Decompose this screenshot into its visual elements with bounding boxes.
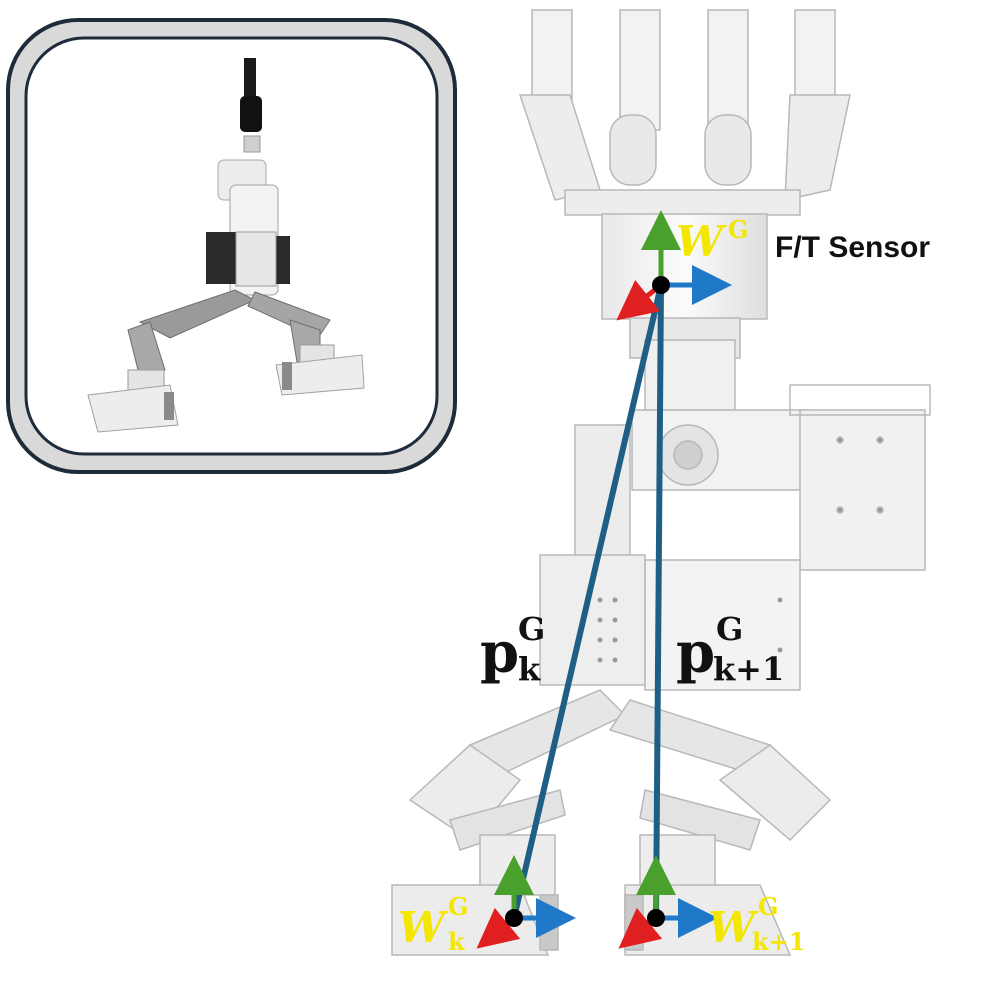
frame-left-sup: G xyxy=(448,892,469,921)
gripper-render-icon xyxy=(87,58,365,433)
frame-top-sup: G xyxy=(728,215,749,244)
sensor-label: F/T Sensor xyxy=(775,231,930,264)
frame-right-label: W xyxy=(708,903,759,952)
frame-right-sub: k+1 xyxy=(752,927,805,956)
frame-left-sub: k xyxy=(448,927,466,956)
vector-line-k xyxy=(511,282,664,921)
frame-right xyxy=(618,855,718,949)
frame-top-label: W xyxy=(676,217,727,266)
vector-right-sub: k+1 xyxy=(713,650,784,688)
inset-panel xyxy=(6,18,457,474)
position-vectors xyxy=(511,282,664,921)
vector-right-label: p xyxy=(676,620,715,686)
vector-line-k1 xyxy=(653,282,664,921)
frame-left-label: W xyxy=(398,903,449,952)
vector-right-sup: G xyxy=(716,610,743,648)
vector-left-sub: k xyxy=(518,650,541,688)
vector-left-sup: G xyxy=(518,610,545,648)
vector-left-label: p xyxy=(480,620,519,686)
frame-right-sup: G xyxy=(758,892,779,921)
frame-left xyxy=(476,855,576,949)
frame-top xyxy=(616,210,732,321)
